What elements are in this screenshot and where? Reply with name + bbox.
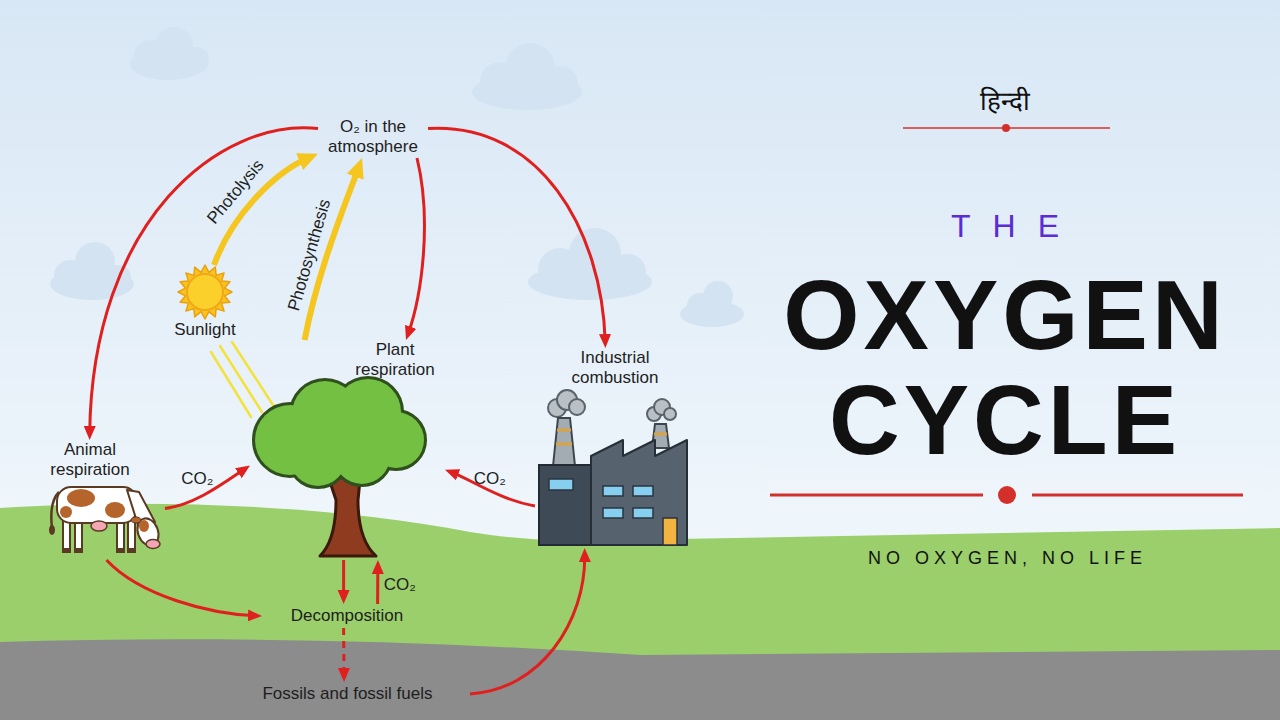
tree-crown: [255, 379, 424, 486]
smoke-puff: [647, 399, 676, 421]
cloud: [528, 228, 652, 300]
cow-illustration: [49, 525, 55, 535]
red-arrow: [342, 628, 345, 676]
title-divider: [1002, 124, 1010, 132]
red-arrow: [342, 560, 345, 598]
factory-window: [633, 508, 653, 518]
red-arrow: [376, 566, 379, 604]
cloud: [130, 27, 209, 80]
cow-illustration: [128, 548, 135, 553]
smoke-puff: [569, 399, 585, 415]
chimney: [654, 433, 667, 436]
cow-illustration: [67, 489, 95, 507]
cow-node: Animal respiration: [35, 440, 165, 560]
factory-node: Industrial combustion: [535, 348, 695, 548]
node-text: Fossils and fossil fuels: [225, 684, 470, 704]
tree-node: Plant respiration: [250, 340, 445, 560]
title-prefix: THE: [905, 205, 1105, 247]
cow-illustration: [91, 521, 107, 531]
language-tag: हिन्दी: [905, 84, 1105, 118]
smoke-puff: [548, 390, 585, 417]
tree-crown: [290, 430, 346, 486]
process-label-node: Fossils and fossil fuels: [225, 682, 470, 706]
cow-illustration: [60, 506, 72, 518]
cow-illustration: [57, 487, 137, 523]
cow-illustration: [60, 489, 125, 518]
title-divider: [903, 124, 1110, 132]
sun-rays: [211, 352, 251, 417]
cloud: [610, 254, 646, 290]
factory-door: [663, 518, 677, 545]
red-arrow: [428, 128, 605, 342]
cow-illustration: [49, 487, 162, 553]
node-text: Decomposition: [262, 606, 432, 626]
node-text: Industrial combustion: [550, 348, 680, 388]
cow-illustration: [105, 502, 125, 518]
sun-rays: [211, 342, 273, 417]
atmosphere-node: O₂ in the atmosphere: [318, 116, 428, 158]
sun-node: Sunlight: [160, 265, 250, 340]
factory-building: [539, 465, 591, 545]
cow-illustration: [131, 517, 141, 523]
title-divider: [1032, 494, 1243, 497]
edge-label: CO₂: [181, 469, 213, 489]
cloud: [183, 47, 209, 73]
node-text: Plant respiration: [345, 340, 445, 380]
node-text: Sunlight: [160, 320, 250, 340]
cloud: [703, 281, 733, 311]
soil-ground: [0, 639, 1280, 720]
cloud: [542, 66, 578, 102]
process-label-node: Decomposition: [262, 604, 432, 628]
edge-label: CO₂: [384, 575, 416, 595]
chimney: [557, 429, 571, 432]
sun-symbol: [178, 265, 232, 319]
edge-label: CO₂: [474, 469, 506, 489]
cow-illustration: [63, 548, 70, 553]
red-arrow: [470, 554, 585, 694]
cloud: [472, 43, 582, 110]
cloud: [105, 265, 131, 291]
title-divider: [770, 486, 1243, 504]
cloud: [680, 281, 744, 327]
tree-crown: [290, 430, 346, 486]
factory-building: [591, 440, 687, 545]
chimney: [556, 443, 572, 446]
smoke-puff: [664, 408, 676, 420]
cow-illustration: [75, 548, 82, 553]
cow-illustration: [63, 548, 135, 553]
title-divider: [770, 494, 983, 497]
sun-symbol: [178, 265, 232, 319]
cloud: [50, 242, 134, 300]
chimney: [553, 418, 575, 466]
tagline: NO OXYGEN, NO LIFE: [805, 547, 1205, 570]
title-divider: [998, 486, 1016, 504]
factory-window: [603, 508, 623, 518]
red-arrow: [408, 158, 424, 334]
red-arrow: [165, 469, 245, 509]
red-arrow: [90, 128, 318, 434]
red-arrow: [107, 560, 257, 616]
chimney: [553, 418, 575, 466]
cow-illustration: [146, 540, 160, 549]
diagram-title: OXYGEN CYCLE: [765, 263, 1245, 473]
factory-window: [549, 479, 653, 518]
factory-building: [539, 440, 687, 545]
factory-window: [549, 479, 573, 490]
sun-symbol: [187, 274, 223, 310]
factory-window: [603, 486, 623, 496]
factory-window: [633, 486, 653, 496]
node-text: Animal respiration: [40, 440, 140, 480]
node-text: O₂ in the atmosphere: [318, 117, 428, 157]
cow-illustration: [117, 548, 124, 553]
